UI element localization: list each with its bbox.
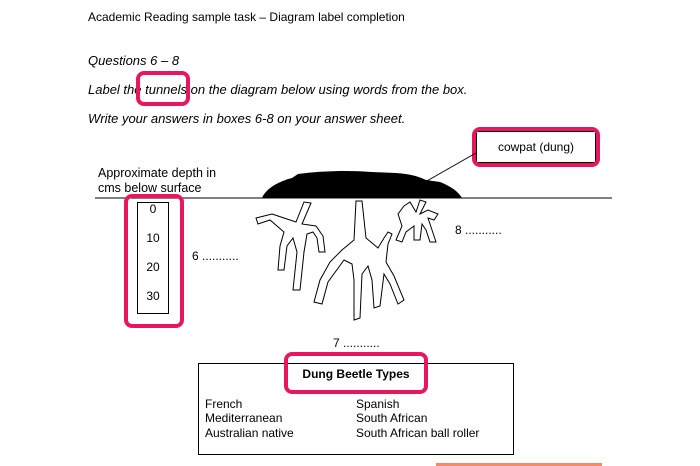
keyword-highlight: [136, 71, 190, 106]
answer-blank-8: 8 ...........: [455, 223, 502, 237]
depth-axis-label: Approximate depth in cms below surface: [98, 166, 216, 196]
depth-tick-30: 30: [146, 289, 160, 303]
page-title: Academic Reading sample task – Diagram l…: [88, 10, 405, 24]
instruction-line-2: Write your answers in boxes 6-8 on your …: [88, 111, 406, 126]
tunnel-8: [395, 199, 439, 243]
tunnel-6: [255, 201, 326, 291]
answer-blank-7: 7 ...........: [333, 336, 380, 350]
option-south-african-ball-roller: South African ball roller: [356, 426, 480, 440]
option-spanish: Spanish: [356, 397, 400, 411]
option-south-african: South African: [356, 411, 428, 425]
callout-highlight: [472, 127, 600, 167]
depth-label-line-2: cms below surface: [98, 181, 202, 195]
depth-label-line-1: Approximate depth in: [98, 166, 217, 180]
cowpat-callout: cowpat (dung): [476, 131, 596, 163]
bottom-accent-line: [436, 463, 602, 466]
word-box-title: Dung Beetle Types: [302, 367, 410, 381]
option-french: French: [205, 397, 243, 411]
instruction-prefix: Label the: [88, 82, 146, 97]
option-mediterranean: Mediterranean: [205, 411, 283, 425]
tunnel-7: [313, 200, 405, 321]
word-box: [198, 363, 514, 455]
word-box-title-highlight: [284, 352, 428, 394]
depth-tick-10: 10: [146, 231, 160, 245]
instruction-line-1: Label the tunnels on the diagram below u…: [88, 82, 467, 97]
cowpat-shape: [262, 170, 462, 198]
depth-tick-20: 20: [146, 260, 160, 274]
questions-heading: Questions 6 – 8: [88, 53, 180, 68]
option-australian-native: Australian native: [205, 426, 294, 440]
depth-scale-highlight: [124, 194, 184, 328]
answer-blank-6: 6 ...........: [192, 249, 239, 263]
instruction-keyword: tunnels: [145, 82, 188, 97]
instruction-suffix: on the diagram below using words from th…: [187, 82, 468, 97]
depth-scale-box: [137, 202, 169, 314]
depth-tick-0: 0: [149, 202, 157, 216]
